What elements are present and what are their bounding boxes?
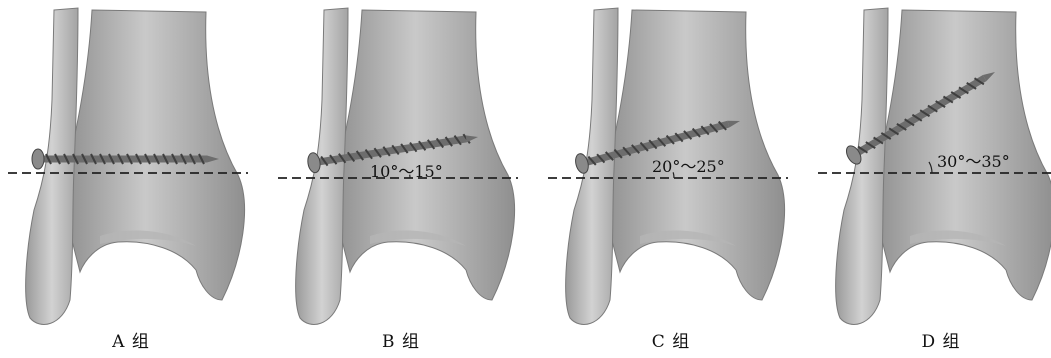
panel-caption: A 组 [0,327,262,352]
angle-label: 10°～15° [370,158,443,182]
angle-label: 30°～35° [937,148,1010,172]
panel-caption: D 组 [810,327,1051,352]
ankle-illustration [0,0,262,330]
panel-caption: C 组 [540,327,802,352]
panel-d: 30°～35° D 组 [810,0,1051,358]
panel-caption: B 组 [270,327,532,352]
panel-c: 20°～25° C 组 [540,0,802,358]
fibula [566,8,618,324]
fibula [296,8,348,324]
panel-b: 10°～15° B 组 [270,0,532,358]
panel-a: A 组 [0,0,262,358]
angle-label: 20°～25° [652,153,725,177]
ankle-illustration [810,0,1051,330]
fibula [836,8,888,324]
